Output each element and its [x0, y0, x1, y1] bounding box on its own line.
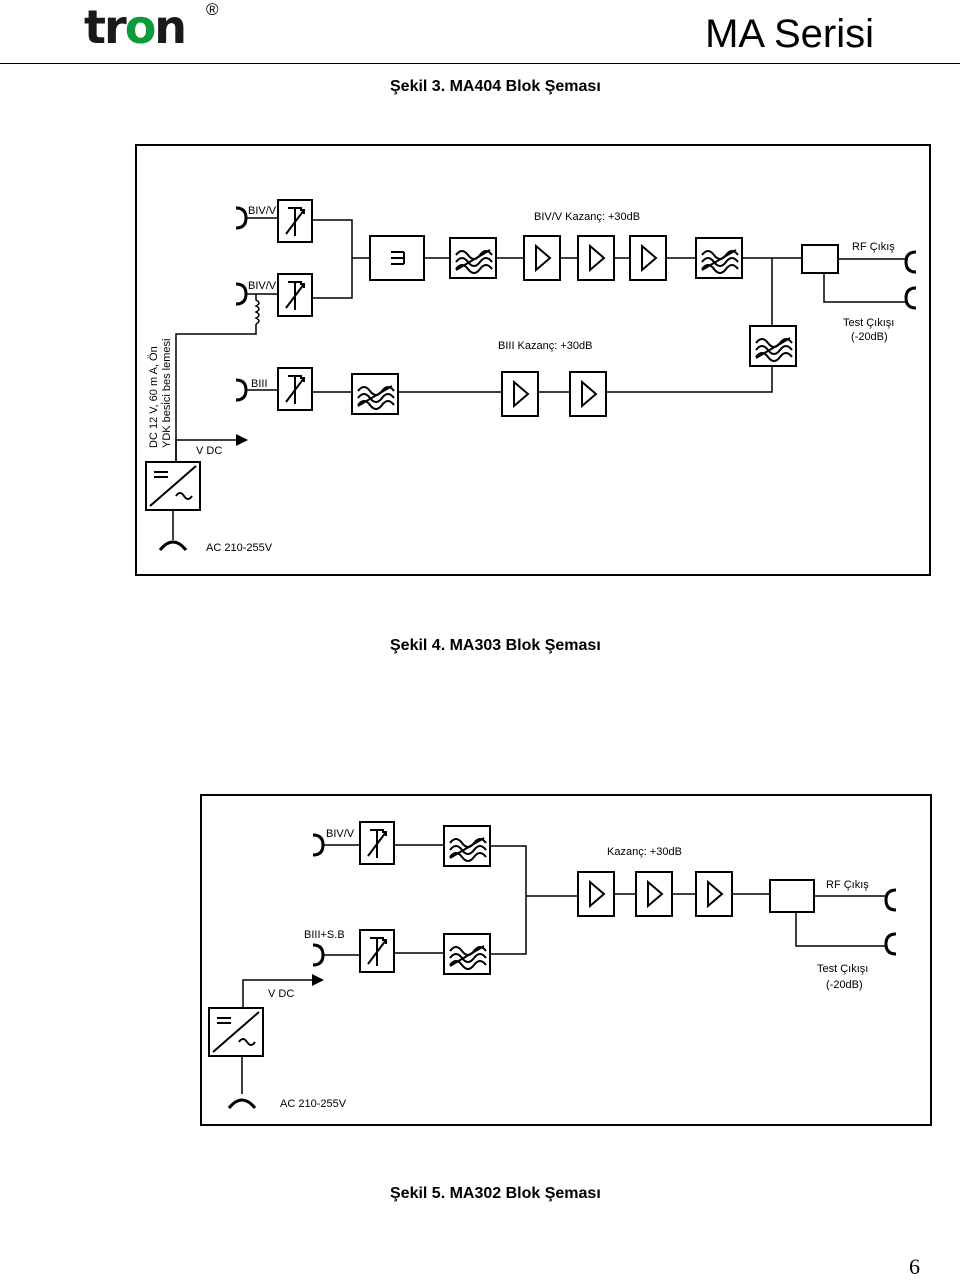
rf-out-label: RF Çıkış	[826, 879, 869, 891]
output-coupler	[769, 879, 815, 913]
ac-connector-icon	[227, 1098, 257, 1109]
attenuator-icon	[277, 199, 313, 243]
dc-note-2: YDK besi̇ci bes lemesi	[160, 339, 173, 448]
label-biv: BIV/V	[326, 828, 355, 840]
bandpass-filter-icon	[351, 373, 399, 415]
ac-label: AC 210-255V	[206, 542, 273, 554]
diagram-frame	[200, 794, 932, 1126]
header-rule	[0, 63, 960, 64]
amplifier-icon	[629, 235, 667, 281]
vdc-label: V DC	[196, 445, 222, 457]
input-connector-icon	[234, 282, 248, 306]
attenuator-icon	[277, 273, 313, 317]
registered-mark: ®	[206, 0, 219, 19]
test-out-label: Test Çıkışı	[843, 317, 894, 329]
amplifier-icon	[577, 871, 615, 917]
amplifier-icon	[695, 871, 733, 917]
diagram-ma303: BIV/V BIV/V BIII BIV/V Kazanç: +30dB RF …	[135, 144, 931, 576]
amplifier-icon	[577, 235, 615, 281]
label-biv-1: BIV/V	[248, 205, 277, 217]
caption-fig3: Şekil 3. MA404 Blok Şeması	[390, 78, 601, 95]
vdc-label: V DC	[268, 988, 294, 1000]
dc-arrow-icon	[236, 434, 248, 446]
amplifier-icon	[569, 371, 607, 417]
bandpass-filter-icon	[749, 325, 797, 367]
gain-label: Kazanç: +30dB	[607, 846, 682, 858]
combiner-box	[369, 235, 425, 281]
dc-arrow-icon	[312, 974, 324, 986]
series-title: MA Serisi	[705, 12, 874, 56]
test-out-db: (-20dB)	[826, 979, 863, 991]
caption-fig5: Şekil 5. MA302 Blok Şeması	[390, 1185, 601, 1202]
rf-out-label: RF Çıkış	[852, 241, 895, 253]
input-connector-icon	[234, 206, 248, 230]
power-supply-icon	[208, 1007, 264, 1057]
power-supply-icon	[145, 461, 201, 511]
inductor-icon	[254, 294, 260, 325]
rf-out-connector-icon	[884, 888, 898, 912]
test-out-connector-icon	[904, 286, 918, 310]
bandpass-filter-icon	[695, 237, 743, 279]
dc-note-1: DC 12 V, 60 m A, Ön	[148, 346, 160, 448]
attenuator-icon	[359, 929, 395, 973]
gain-biv-label: BIV/V Kazanç: +30dB	[534, 211, 640, 223]
diagram-ma302: BIV/V BIII+S.B Kazanç: +30dB RF Çıkış Te…	[200, 794, 932, 1126]
input-connector-icon	[311, 943, 325, 967]
label-biii: BIII	[251, 378, 268, 390]
bandpass-filter-icon	[443, 825, 491, 867]
input-connector-icon	[234, 378, 248, 402]
gain-biii-label: BIII Kazanç: +30dB	[498, 340, 592, 352]
test-out-connector-icon	[884, 932, 898, 956]
diagram-frame	[135, 144, 931, 576]
amplifier-icon	[635, 871, 673, 917]
tron-logo: tron	[84, 0, 187, 54]
input-connector-icon	[311, 833, 325, 857]
label-biv-2: BIV/V	[248, 280, 277, 292]
label-biii-sb: BIII+S.B	[304, 929, 345, 941]
attenuator-icon	[277, 367, 313, 411]
ac-connector-icon	[158, 540, 188, 551]
bandpass-filter-icon	[443, 933, 491, 975]
amplifier-icon	[523, 235, 561, 281]
attenuator-icon	[359, 821, 395, 865]
amplifier-icon	[501, 371, 539, 417]
page-number: 6	[909, 1254, 920, 1279]
test-out-label: Test Çıkışı	[817, 963, 868, 975]
ac-label: AC 210-255V	[280, 1098, 347, 1110]
rf-out-connector-icon	[904, 250, 918, 274]
test-out-db: (-20dB)	[851, 331, 888, 343]
caption-fig4: Şekil 4. MA303 Blok Şeması	[390, 637, 601, 654]
bandpass-filter-icon	[449, 237, 497, 279]
output-coupler	[801, 244, 839, 274]
